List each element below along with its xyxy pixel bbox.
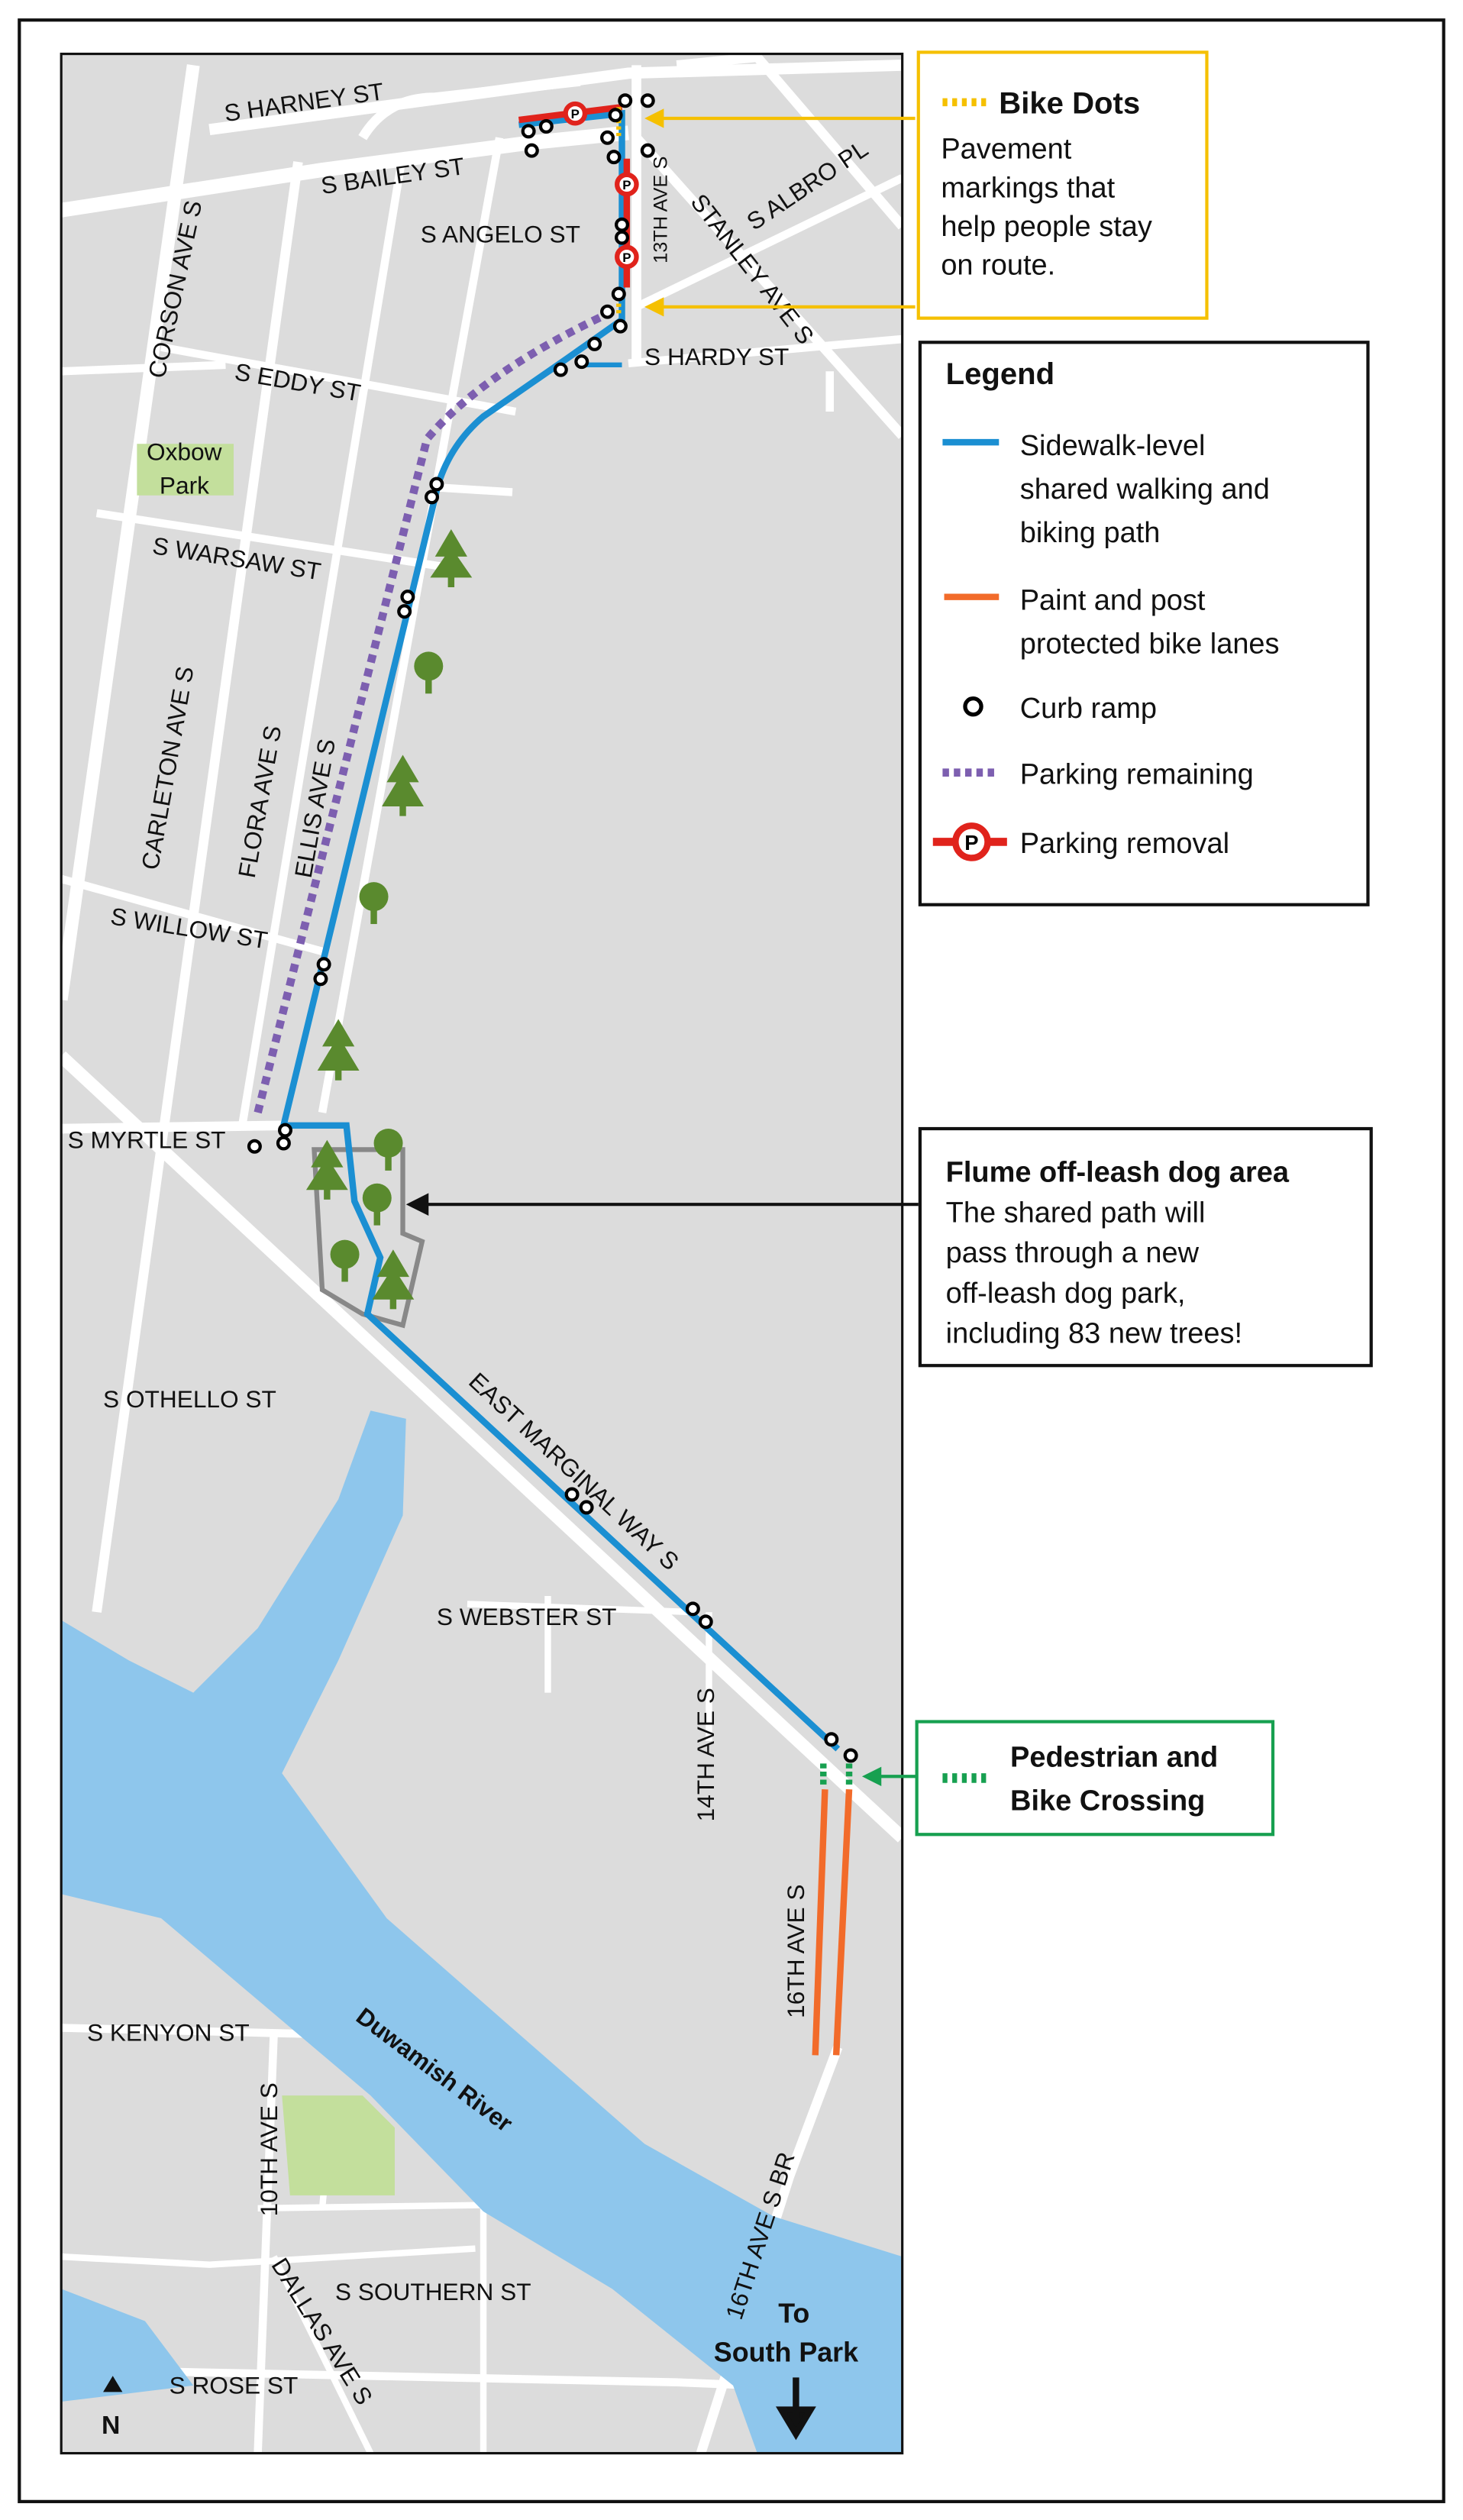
arrow-icon <box>861 1766 882 1786</box>
dog-area-callout: Flume off-leash dog area The shared path… <box>918 1126 1373 1368</box>
svg-text:P: P <box>964 831 978 855</box>
bike-dots-text: markings that <box>941 172 1115 204</box>
street-label: S OTHELLO ST <box>103 1385 276 1413</box>
street-label: S HARDY ST <box>644 343 789 370</box>
svg-text:P: P <box>571 107 580 121</box>
legend-label: shared walking and <box>1020 473 1270 506</box>
to-south-park-label: To <box>778 2299 809 2329</box>
street-label: 14TH AVE S <box>692 1688 719 1821</box>
bike-dots-text: Pavement <box>941 134 1071 166</box>
legend: Legend Sidewalk-level shared walking and… <box>918 341 1370 906</box>
curb-ramp-icon <box>963 696 983 717</box>
dog-area-boundary <box>312 1147 425 1329</box>
parking-removal-icon: P <box>932 822 1007 861</box>
roads <box>61 53 903 2454</box>
parking-remaining-line <box>254 306 618 1114</box>
street-label: 13TH AVE S <box>651 157 672 263</box>
bike-dots-text: on route. <box>941 250 1055 282</box>
curb-ramps <box>247 93 858 1763</box>
parking-removal-icons: P P P <box>563 101 639 270</box>
to-south-park-label: South Park <box>714 2337 858 2367</box>
legend-label: Paint and post <box>1020 585 1206 617</box>
crossing-marking <box>820 1763 853 1786</box>
street-label: S KENYON ST <box>87 2018 250 2046</box>
dog-area-text: The shared path will <box>946 1197 1206 1229</box>
tree-icons <box>305 529 473 1310</box>
legend-label: biking path <box>1020 517 1161 549</box>
crossing-title: Pedestrian and <box>1010 1742 1218 1774</box>
street-label: S WEBSTER ST <box>437 1603 617 1630</box>
park-label: Park <box>160 472 209 499</box>
street-label: S SOUTHERN ST <box>335 2278 531 2305</box>
oxbow-park-area <box>137 444 234 496</box>
street-label: S ANGELO ST <box>421 220 580 247</box>
street-label: 10TH AVE S <box>255 2082 283 2216</box>
dog-area-title: Flume off-leash dog area <box>946 1157 1290 1189</box>
map-area: P P P <box>61 53 903 2454</box>
legend-label: Parking remaining <box>1020 758 1254 790</box>
duwamish-river <box>61 1410 903 2454</box>
crossing-callout: Pedestrian and Bike Crossing <box>915 1720 1275 1837</box>
street-label: 16TH AVE S <box>782 1885 809 2018</box>
bike-dots-text: help people stay <box>941 211 1152 243</box>
bike-dots-title: Bike Dots <box>999 87 1140 121</box>
park-label: Oxbow <box>147 438 222 465</box>
dog-area-text: including 83 new trees! <box>946 1318 1242 1350</box>
north-arrow-icon <box>103 2376 123 2392</box>
water-area <box>61 2289 194 2402</box>
street-label: S ROSE ST <box>170 2371 299 2399</box>
legend-label: Sidewalk-level <box>1020 430 1206 462</box>
svg-text:P: P <box>622 250 631 265</box>
park-area <box>282 2095 395 2195</box>
dog-area-text: off-leash dog park, <box>946 1278 1186 1310</box>
map-frame <box>60 52 904 2455</box>
dog-area-text: pass through a new <box>946 1237 1200 1269</box>
arrow-icon <box>405 1193 429 1216</box>
protected-bike-lanes <box>812 1788 853 2056</box>
north-label: N <box>102 2411 120 2440</box>
legend-label: Curb ramp <box>1020 693 1157 725</box>
legend-title: Legend <box>946 357 1055 391</box>
legend-label: Parking removal <box>1020 828 1229 860</box>
crossing-title: Bike Crossing <box>1010 1785 1205 1817</box>
street-label: S MYRTLE ST <box>68 1126 226 1153</box>
arrow-down-icon <box>775 2377 816 2441</box>
bike-dots-pointer <box>660 116 916 309</box>
shared-path-line <box>279 109 841 1752</box>
bike-dots-callout: Bike Dots Pavement markings that help pe… <box>916 50 1209 320</box>
legend-label: protected bike lanes <box>1020 628 1280 661</box>
svg-text:P: P <box>622 178 631 192</box>
